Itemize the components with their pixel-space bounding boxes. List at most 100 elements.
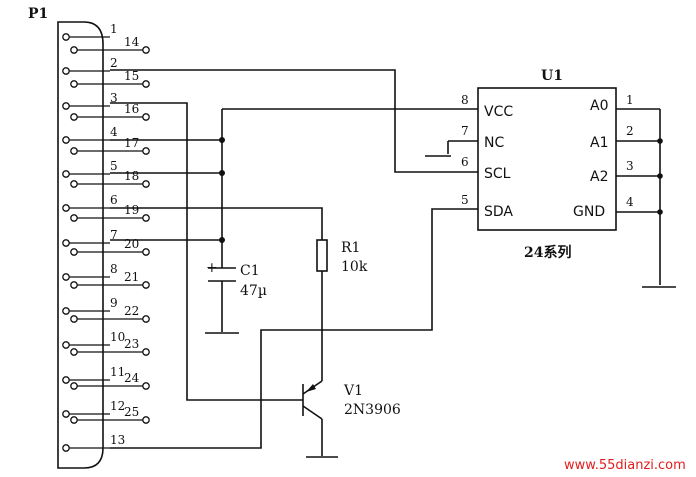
ic-pin-label-gnd: GND: [573, 204, 605, 220]
ic-pin-label-nc: NC: [484, 135, 504, 151]
ic-pin-label-a2: A2: [590, 169, 608, 185]
resistor-r1: R1 10k: [316, 239, 368, 275]
capacitor-polarity: +: [206, 260, 218, 276]
connector-pin-number: 24: [124, 371, 140, 385]
wiring: [110, 69, 448, 449]
capacitor-value: 47µ: [240, 283, 267, 299]
connector-pin-8: [62, 273, 70, 281]
ic-pin-label-a1: A1: [590, 135, 608, 151]
transistor-v1: V1 2N3906: [302, 380, 401, 458]
connector-pin-number: 19: [124, 203, 139, 217]
connector-socket-21: [70, 281, 78, 289]
connector-pin-number: 6: [110, 193, 118, 207]
connector-pin-number: 1: [110, 22, 118, 36]
connector-pin-4: [62, 136, 70, 144]
connector-pin-number: 18: [124, 169, 139, 183]
ic-pin-num-4: 4: [626, 195, 634, 209]
ic-pin-label-a0: A0: [590, 98, 608, 114]
connector-socket-15: [70, 80, 78, 88]
capacitor-c1: + C1 47µ: [205, 260, 267, 334]
connector-pin-number: 8: [110, 262, 118, 276]
connector-pin-15: [142, 80, 150, 88]
connector-pin-number: 11: [110, 365, 125, 379]
connector-pin-25: [142, 416, 150, 424]
connector-socket-25: [70, 416, 78, 424]
connector-pin-12: [62, 410, 70, 418]
ic-pin-num-7: 7: [461, 124, 469, 138]
connector-pins: 1234567891011121314151617181920212223242…: [62, 22, 150, 452]
connector-pin-number: 17: [124, 136, 139, 150]
connector-pin-10: [62, 341, 70, 349]
ic-pin-num-1: 1: [626, 93, 634, 107]
connector-socket-20: [70, 248, 78, 256]
ic-pin-num-8: 8: [461, 93, 469, 107]
ic-body: [477, 87, 617, 231]
connector-pin-22: [142, 315, 150, 323]
connector-pin-number: 5: [110, 159, 118, 173]
connector-pin-14: [142, 46, 150, 54]
transistor-emitter-arrow: [306, 384, 316, 392]
ic-name: U1: [541, 68, 563, 84]
connector-pin-24: [142, 382, 150, 390]
connector-socket-14: [70, 46, 78, 54]
ic-pin-num-2: 2: [626, 124, 634, 138]
connector-pin-number: 2: [110, 56, 118, 70]
connector-pin-3: [62, 102, 70, 110]
connector-socket-16: [70, 113, 78, 121]
connector-pin-6: [62, 204, 70, 212]
connector-pin-5: [62, 170, 70, 178]
connector-socket-19: [70, 214, 78, 222]
connector-pin-2: [62, 67, 70, 75]
connector-pin-number: 10: [110, 330, 125, 344]
connector-pin-number: 22: [124, 304, 139, 318]
connector-pin-1: [62, 33, 70, 41]
connector-pin-number: 9: [110, 296, 118, 310]
ic-series: 24系列: [524, 244, 571, 261]
connector-pin-18: [142, 180, 150, 188]
ic-pin-label-sda: SDA: [484, 204, 513, 220]
ic-u1: U1 24系列 VCC NC SCL SDA 8 7 6 5 A0 A1 A2 …: [461, 68, 634, 261]
connector-pin-number: 20: [124, 237, 139, 251]
connector-pin-number: 3: [110, 91, 118, 105]
capacitor-name: C1: [240, 263, 260, 279]
transistor-name: V1: [343, 383, 363, 399]
transistor-part: 2N3906: [344, 402, 401, 418]
ic-pin-num-6: 6: [461, 155, 469, 169]
ic-pin-num-3: 3: [626, 159, 634, 173]
connector-pin-number: 14: [124, 35, 140, 49]
connector-pin-13: [62, 444, 70, 452]
nc-ground: [425, 141, 451, 157]
connector-socket-23: [70, 348, 78, 356]
connector-pin-number: 16: [124, 102, 139, 116]
resistor-value: 10k: [341, 259, 368, 275]
connector-pin-number: 25: [124, 405, 139, 419]
connector-pin-9: [62, 307, 70, 315]
connector-socket-24: [70, 382, 78, 390]
connector-pin-number: 15: [124, 69, 139, 83]
connector-pin-11: [62, 376, 70, 384]
ic-pin-label-scl: SCL: [484, 166, 511, 182]
watermark: www.55dianzi.com: [564, 458, 686, 473]
connector-pin-7: [62, 239, 70, 247]
connector-pin-17: [142, 147, 150, 155]
resistor-body: [316, 239, 328, 272]
connector-label: P1: [28, 6, 48, 22]
connector-pin-23: [142, 348, 150, 356]
ic-pin-label-vcc: VCC: [484, 104, 513, 120]
connector-pin-number: 4: [110, 125, 118, 139]
ic-pin-num-5: 5: [461, 193, 469, 207]
connector-pin-20: [142, 248, 150, 256]
connector-pin-number: 21: [124, 270, 139, 284]
resistor-name: R1: [341, 240, 360, 256]
connector-p1: P1 1234567891011121314151617181920212223…: [28, 6, 150, 469]
connector-socket-22: [70, 315, 78, 323]
connector-socket-17: [70, 147, 78, 155]
connector-pin-number: 12: [110, 399, 125, 413]
connector-pin-16: [142, 113, 150, 121]
connector-socket-18: [70, 180, 78, 188]
connector-pin-21: [142, 281, 150, 289]
connector-pin-number: 23: [124, 337, 139, 351]
connector-pin-number: 13: [110, 433, 125, 447]
connector-pin-19: [142, 214, 150, 222]
